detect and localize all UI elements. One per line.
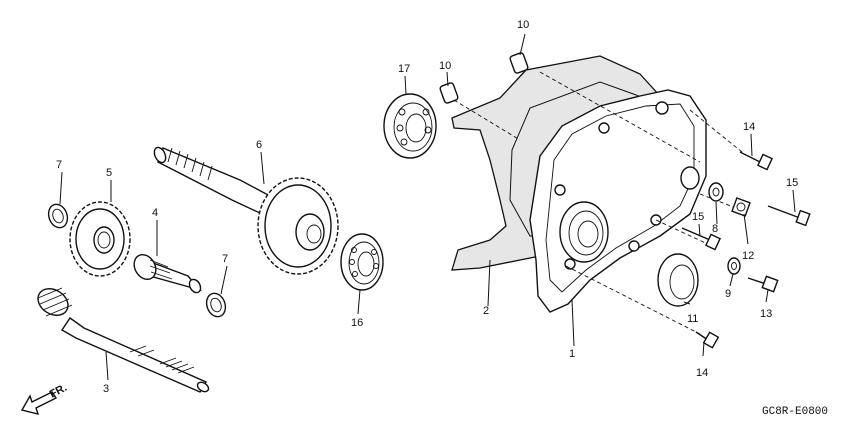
part-bolt-middle <box>681 227 721 251</box>
callout-10-right: 10 <box>517 19 529 31</box>
part-bolt-right <box>767 205 811 227</box>
callout-7-right: 7 <box>222 253 228 265</box>
callout-15-left: 15 <box>692 211 704 223</box>
part-drive-shaft <box>153 146 339 275</box>
front-arrow-icon <box>20 391 58 415</box>
part-bearing-upper <box>383 93 437 159</box>
callout-9: 9 <box>725 288 731 300</box>
callout-1: 1 <box>569 348 575 360</box>
callout-2: 2 <box>483 305 489 317</box>
drawing-code: GC8R-E0800 <box>762 406 828 418</box>
callout-12: 12 <box>742 250 754 262</box>
part-sealing-washer-upper <box>708 182 724 202</box>
callout-15-right: 15 <box>786 177 798 189</box>
callout-6: 6 <box>256 139 262 151</box>
leader-lines <box>59 33 796 381</box>
front-label: FR. <box>48 382 69 401</box>
part-thrust-washer-right <box>205 292 227 318</box>
part-oil-seal <box>657 253 699 307</box>
part-dowel-pin-right <box>509 52 529 74</box>
part-check-bolt <box>747 275 779 293</box>
front-direction-indicator: FR. <box>20 382 69 415</box>
part-countershaft <box>133 253 203 294</box>
part-final-shaft <box>37 287 210 393</box>
callout-5: 5 <box>106 167 112 179</box>
part-dowel-pin-left <box>439 82 459 104</box>
part-gear-small <box>69 201 131 277</box>
callout-13: 13 <box>760 308 772 320</box>
callout-7-left: 7 <box>56 159 62 171</box>
part-bearing-lower <box>340 233 384 291</box>
callout-16: 16 <box>351 317 363 329</box>
part-flange-bolt-upper <box>739 151 773 171</box>
alignment-lines <box>453 71 743 335</box>
part-transmission-cover <box>529 89 707 313</box>
callout-10-left: 10 <box>439 60 451 72</box>
callout-4: 4 <box>152 207 158 219</box>
callout-14-upper: 14 <box>743 121 755 133</box>
callout-17: 17 <box>398 63 410 75</box>
part-flange-bolt-lower <box>695 331 720 349</box>
part-sealing-washer-lower <box>727 257 741 275</box>
callout-8: 8 <box>712 223 718 235</box>
part-thrust-washer-left <box>47 203 69 229</box>
part-drain-bolt <box>731 197 751 217</box>
callout-14-lower: 14 <box>696 367 708 379</box>
callout-11: 11 <box>687 313 698 325</box>
callout-labels: 1 2 3 4 5 6 7 7 8 9 10 10 11 12 13 14 14… <box>56 19 798 395</box>
callout-3: 3 <box>103 383 109 395</box>
